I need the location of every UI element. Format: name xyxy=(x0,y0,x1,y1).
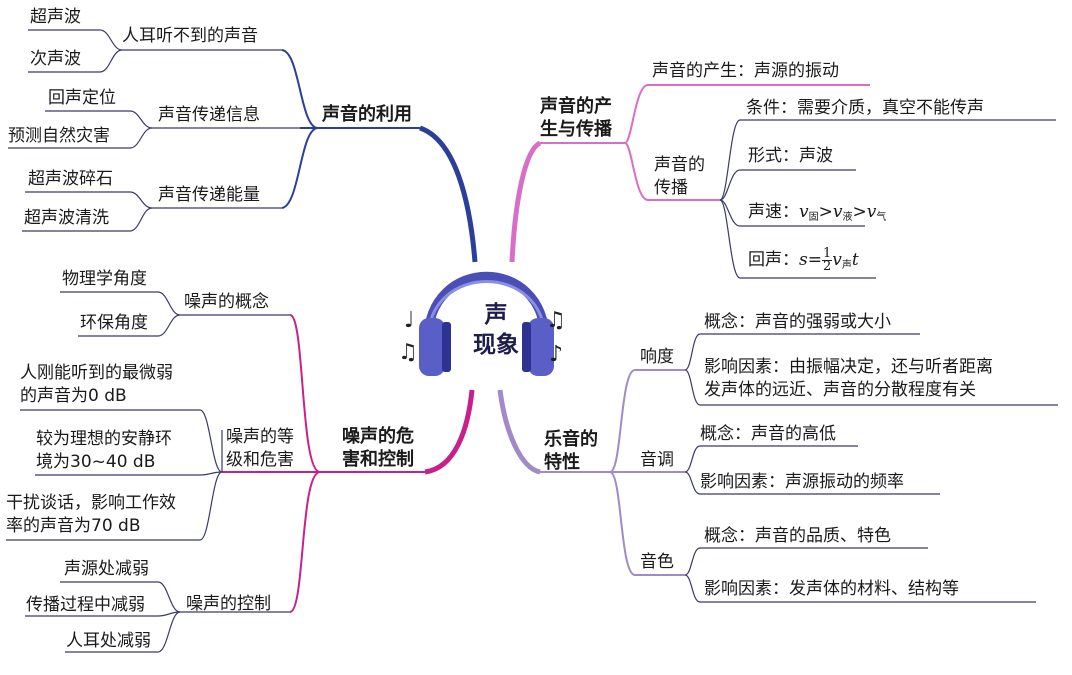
pitch-concept: 概念：声音的高低 xyxy=(700,424,836,444)
musical-title-line1: 乐音的 xyxy=(544,429,598,450)
production-origin: 声音的产生：声源的振动 xyxy=(652,61,839,81)
propagation-label-line1: 声音的 xyxy=(654,155,705,175)
noise-level-quiet: 较为理想的安静环 境为30~40 dB xyxy=(36,428,172,474)
noise-leaf-lines xyxy=(6,291,290,653)
speed-v-gas-symbol: v xyxy=(866,202,877,222)
pitch-label: 音调 xyxy=(640,450,674,470)
loudness-factors: 影响因素：由振幅决定，还与听者距离 发声体的远近、声音的分散程度有关 xyxy=(704,356,993,402)
energy-item-cleaning: 超声波清洗 xyxy=(24,208,109,228)
music-note-icon: ♩ xyxy=(404,308,415,333)
noise-concept-label: 噪声的概念 xyxy=(184,292,269,312)
center-title: 声 现象 xyxy=(461,300,531,360)
noise-levels-label-line2: 级和危害 xyxy=(226,450,294,470)
loudness-factors-line2: 发声体的远近、声音的分散程度有关 xyxy=(704,380,976,400)
noise-control-label: 噪声的控制 xyxy=(186,594,271,614)
noise-level-70db: 干扰谈话，影响工作效 率的声音为70 dB xyxy=(6,492,176,538)
noise-concept-physics: 物理学角度 xyxy=(62,269,147,289)
noise-concept-environment: 环保角度 xyxy=(80,313,148,333)
noise-level-quiet-line1: 较为理想的安静环 xyxy=(36,429,172,449)
loudness-label: 响度 xyxy=(640,347,674,367)
energy-label: 声音传递能量 xyxy=(158,185,260,205)
music-note-icon: ♪ xyxy=(549,342,564,367)
speed-v-solid-subscript: 固 xyxy=(808,212,819,223)
musical-branch-lines xyxy=(497,369,685,576)
center-title-line2: 现象 xyxy=(473,332,519,358)
loudness-factors-line1: 影响因素：由振幅决定，还与听者距离 xyxy=(704,357,993,377)
propagation-form: 形式：声波 xyxy=(748,146,833,166)
noise-level-quiet-line2: 境为30~40 dB xyxy=(36,452,156,472)
speed-gt-2: > xyxy=(852,202,867,222)
noise-levels-label: 噪声的等 级和危害 xyxy=(226,426,294,472)
echo-fraction-denominator: 2 xyxy=(822,258,832,274)
echo-velocity-symbol: v xyxy=(832,250,842,270)
echo-time: t xyxy=(851,250,859,270)
noise-control-path: 传播过程中减弱 xyxy=(26,595,145,615)
musical-leaf-lines xyxy=(684,333,1058,603)
production-leaf-lines xyxy=(719,119,1056,279)
production-title: 声音的产 生与传播 xyxy=(540,95,612,141)
echo-fraction-numerator: 1 xyxy=(821,245,833,261)
utilization-branch-lines xyxy=(281,49,478,263)
speed-v-solid: v固 xyxy=(799,202,819,223)
echo-velocity: v声 xyxy=(832,250,852,271)
echo-velocity-subscript: 声 xyxy=(841,260,852,271)
noise-title-line1: 噪声的危 xyxy=(342,426,414,447)
loudness-concept: 概念：声音的强弱或大小 xyxy=(704,312,891,332)
noise-level-0db: 人刚能听到的最微弱 的声音为0 dB xyxy=(20,362,173,408)
timbre-label: 音色 xyxy=(640,552,674,572)
noise-level-70db-line1: 干扰谈话，影响工作效 xyxy=(6,493,176,513)
speed-v-gas-subscript: 气 xyxy=(876,212,887,223)
production-branch-lines xyxy=(509,84,870,263)
musical-title: 乐音的 特性 xyxy=(544,428,598,474)
echo-lhs: s= xyxy=(799,250,822,270)
noise-branch-lines xyxy=(222,314,475,613)
noise-control-ear: 人耳处减弱 xyxy=(66,631,151,651)
production-title-line1: 声音的产 xyxy=(540,96,612,117)
noise-title-line2: 害和控制 xyxy=(342,449,414,470)
speed-v-liquid-subscript: 液 xyxy=(842,212,853,223)
hearing-item-ultrasound: 超声波 xyxy=(30,7,81,27)
speed-v-gas: v气 xyxy=(866,202,887,223)
info-label: 声音传递信息 xyxy=(158,105,260,125)
timbre-factors: 影响因素：发声体的材料、结构等 xyxy=(704,579,959,599)
headphone-icon xyxy=(419,271,554,376)
utilization-leaf-lines xyxy=(8,29,300,232)
noise-control-source: 声源处减弱 xyxy=(64,559,149,579)
propagation-label: 声音的 传播 xyxy=(654,154,705,200)
speed-label: 声速： xyxy=(748,202,799,222)
utilization-title: 声音的利用 xyxy=(322,104,412,125)
pitch-factors: 影响因素：声源振动的频率 xyxy=(700,472,904,492)
production-title-line2: 生与传播 xyxy=(540,119,612,140)
echo-label: 回声： xyxy=(748,250,799,270)
speed-gt-1: > xyxy=(818,202,833,222)
noise-level-70db-line2: 率的声音为70 dB xyxy=(6,516,141,536)
speed-v-liquid: v液 xyxy=(832,202,853,223)
propagation-label-line2: 传播 xyxy=(654,178,688,198)
propagation-speed: 声速：v固>v液>v气 xyxy=(748,200,886,230)
info-item-echolocation: 回声定位 xyxy=(48,88,116,108)
speed-v-liquid-symbol: v xyxy=(832,202,843,222)
noise-title: 噪声的危 害和控制 xyxy=(342,425,414,471)
center-title-line1: 声 xyxy=(484,302,508,328)
music-note-icon: ♫ xyxy=(546,308,566,333)
hearing-label: 人耳听不到的声音 xyxy=(122,26,258,46)
hearing-item-infrasound: 次声波 xyxy=(30,49,81,69)
noise-level-0db-line2: 的声音为0 dB xyxy=(20,386,127,406)
musical-title-line2: 特性 xyxy=(544,452,580,473)
timbre-concept: 概念：声音的品质、特色 xyxy=(704,526,891,546)
info-item-disaster-prediction: 预测自然灾害 xyxy=(8,126,110,146)
speed-v-solid-symbol: v xyxy=(799,202,809,222)
music-note-icon: ♫ xyxy=(398,340,418,365)
noise-level-0db-line1: 人刚能听到的最微弱 xyxy=(20,363,173,383)
noise-levels-label-line1: 噪声的等 xyxy=(226,427,294,447)
energy-item-lithotripsy: 超声波碎石 xyxy=(28,169,113,189)
propagation-condition: 条件：需要介质，真空不能传声 xyxy=(746,98,984,118)
